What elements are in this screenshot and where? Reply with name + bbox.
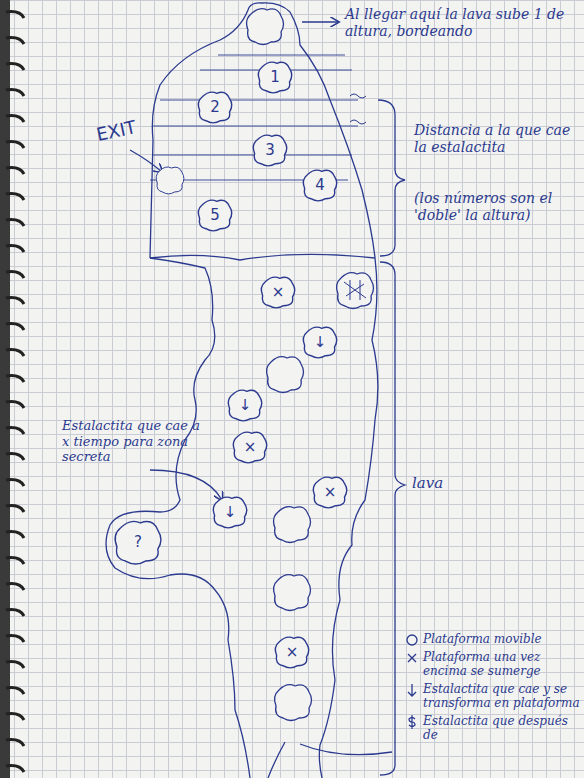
legend-sample — [405, 651, 419, 665]
note: Al llegar aquí la lava sube 1 de altura,… — [345, 6, 579, 40]
legend-entry: Plataforma movible — [405, 632, 581, 647]
platform: × — [311, 474, 349, 510]
platform: 2 — [196, 89, 234, 125]
platform-symbol: × — [244, 440, 257, 455]
note: Distancia a la que cae la estalactita — [414, 122, 578, 156]
legend-entry: Estalactita que cae y se transforma en p… — [405, 682, 581, 711]
platform: ↓ — [211, 494, 249, 530]
platform-symbol: ↓ — [239, 398, 252, 413]
platform: ↓ — [301, 324, 339, 360]
platform: ↓ — [226, 387, 264, 423]
exit-label: EXIT — [94, 112, 157, 146]
cave-outline — [106, 3, 405, 778]
legend-entry: Plataforma una vez encima se sumerge — [405, 650, 581, 679]
note: (los números son el 'doble' la altura) — [414, 190, 578, 224]
platform-symbol: 5 — [210, 208, 220, 223]
platform-symbol: 4 — [315, 178, 325, 193]
platform: 3 — [251, 132, 289, 168]
platform-symbol: 3 — [265, 143, 275, 158]
platform-symbol: × — [286, 645, 299, 660]
legend: Plataforma moviblePlataforma una vez enc… — [405, 632, 581, 745]
platform-symbol: ? — [134, 535, 142, 550]
legend-sample — [405, 633, 419, 647]
legend-sample — [405, 715, 419, 729]
platform: 4 — [301, 167, 339, 203]
platform: 5 — [196, 197, 234, 233]
platform-symbol: × — [272, 285, 285, 300]
legend-text: Estalactita que cae y se transforma en p… — [423, 682, 581, 711]
region-label: lava — [412, 474, 492, 492]
legend-entry: Estalactita que después de — [405, 714, 581, 743]
platform-symbol: × — [324, 485, 337, 500]
spiral-binding — [0, 0, 24, 778]
platform-symbol: 1 — [270, 70, 280, 85]
platform: × — [231, 429, 269, 465]
platform-symbol: 2 — [210, 100, 220, 115]
legend-text: Estalactita que después de — [423, 714, 581, 743]
platform: ? — [112, 517, 164, 567]
legend-text: Plataforma movible — [423, 632, 542, 646]
platform — [156, 9, 373, 721]
platform: × — [273, 634, 311, 670]
platform: 1 — [256, 59, 294, 95]
legend-text: Plataforma una vez encima se sumerge — [423, 650, 581, 679]
platform-symbol: ↓ — [314, 335, 327, 350]
note: Estalactita que cae a x tiempo para zona… — [62, 418, 202, 465]
legend-sample — [405, 683, 419, 697]
platform-symbol: ↓ — [224, 505, 237, 520]
platform: × — [259, 274, 297, 310]
